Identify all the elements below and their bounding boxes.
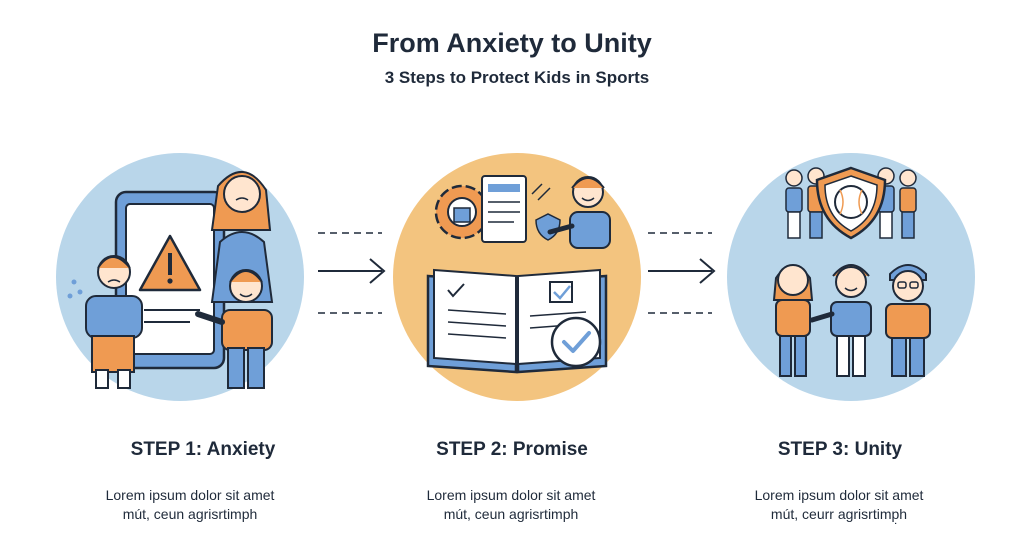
coach-figure-icon	[547, 176, 611, 249]
boy-figure-icon	[809, 264, 872, 377]
team-back-row-icon	[785, 167, 917, 239]
step-1-description-line-2: mút, ceun agrisrtimph	[122, 506, 258, 522]
step-3-description-line-2: mút, ceurr agrisrtimp̣h	[770, 506, 908, 522]
open-book-icon	[426, 268, 608, 374]
step-3-illustration	[727, 153, 975, 401]
warning-icon	[138, 234, 202, 292]
step-2-illustration	[393, 153, 641, 401]
step-1-label: STEP 1: Anxiety	[130, 439, 276, 460]
worried-child-icon	[67, 255, 143, 389]
girl-figure-icon	[772, 264, 814, 377]
baseball-shield-icon	[815, 166, 887, 240]
connector-arrow-2	[648, 232, 716, 314]
step-1-description-line-1: Lorem ipsum dolor sit amet	[105, 487, 275, 503]
page-title: From Anxiety to Unity	[372, 28, 652, 58]
step-3-description: Lorem ipsum dolor sit amet mút, ceurr a…	[709, 486, 969, 524]
step-2-description-line-1: Lorem ipsum dolor sit amet	[426, 487, 596, 503]
gear-icon	[434, 184, 490, 240]
coach-with-cap-icon	[885, 264, 931, 377]
step-2-description-line-2: mút, ceun agrisrtimph	[443, 506, 579, 522]
step-1-description: Lorem ipsum dolor sit amet mút, ceun ag…	[60, 486, 320, 524]
step-2-description: Lorem ipsum dolor sit amet mút, ceun ag…	[381, 486, 641, 524]
document-icon	[481, 175, 527, 243]
step-3-description-line-1: Lorem ipsum dolor sit amet	[754, 487, 924, 503]
connector-arrow-1	[318, 232, 386, 314]
check-badge-icon	[550, 316, 602, 368]
parent-figure-icon	[210, 170, 274, 303]
page-subtitle: 3 Steps to Protect Kids in Sports	[384, 68, 650, 87]
step-1-illustration	[56, 153, 304, 401]
step-2-label: STEP 2: Promise	[436, 439, 588, 460]
pointing-child-icon	[195, 269, 273, 389]
step-3-label: STEP 3: Unity	[777, 439, 903, 460]
